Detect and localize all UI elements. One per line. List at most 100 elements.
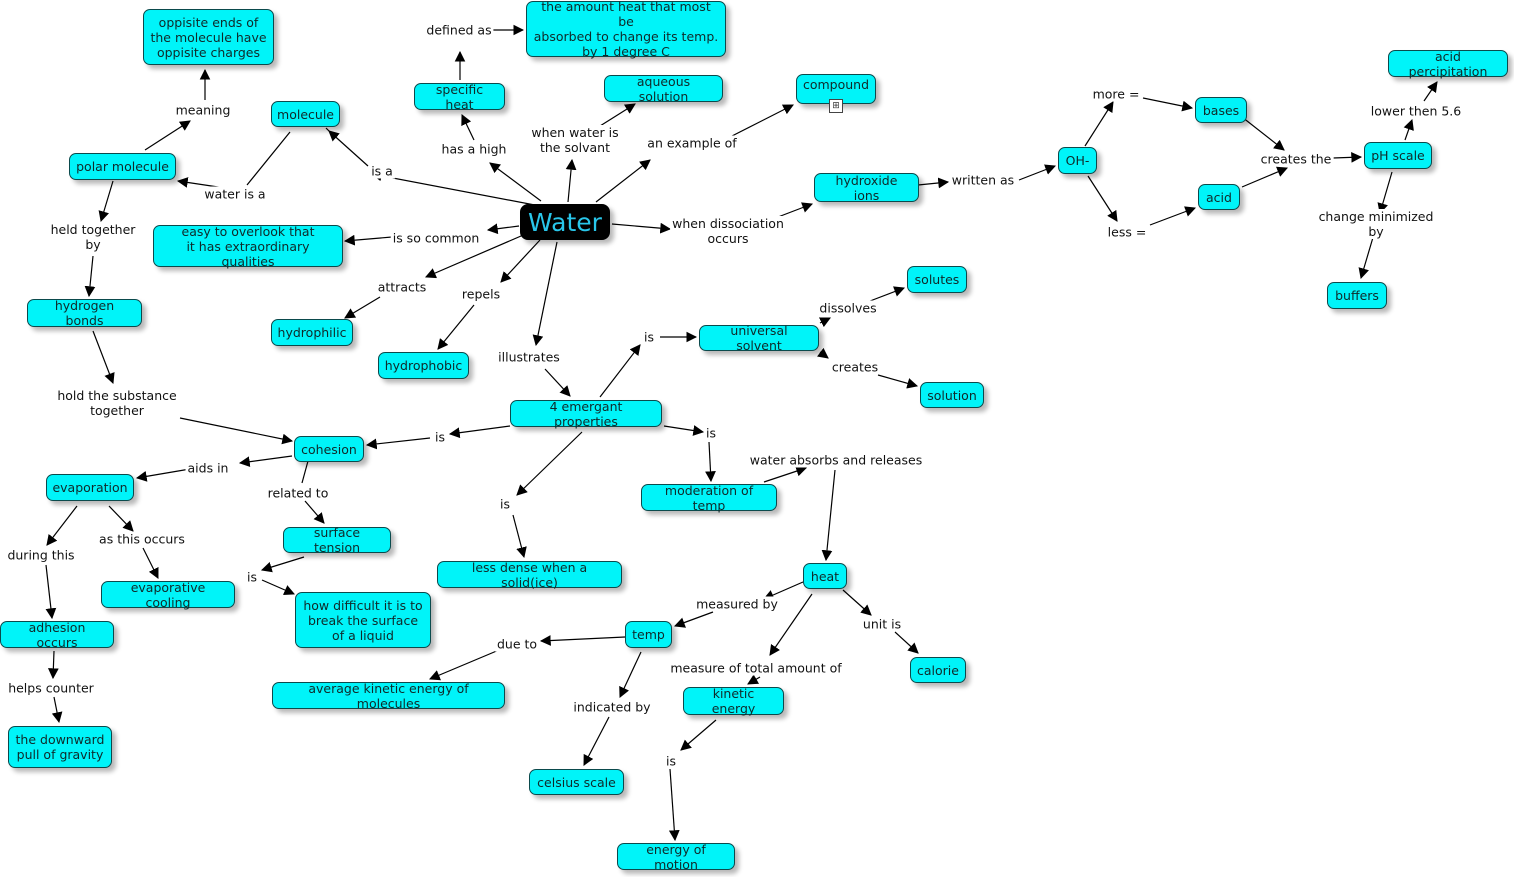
label-aids-in: aids in (185, 460, 231, 476)
emergent-properties-node[interactable]: 4 emergant properties (510, 399, 662, 429)
solution-node[interactable]: solution (920, 382, 984, 408)
label-related-to: related to (265, 485, 331, 501)
connector-line-46 (92, 330, 115, 385)
label-when-dissociation: when dissociation occurs (670, 216, 786, 246)
connector-line-53 (135, 468, 191, 482)
label-attracts: attracts (375, 279, 429, 295)
connector-line-63 (45, 564, 57, 620)
label-creates-the: creates the (1258, 151, 1334, 167)
connector-line-19 (1241, 116, 1285, 151)
hydrophobic-node[interactable]: hydrophobic (378, 352, 469, 379)
connector-line-11 (1142, 97, 1194, 112)
connector-line-29 (1149, 206, 1197, 226)
label-measured-by: measured by (694, 596, 780, 612)
heat-node[interactable]: heat (803, 563, 847, 589)
downward-pull-node[interactable]: the downward pull of gravity (8, 726, 112, 768)
opposite-ends-node[interactable]: oppisite ends of the molecule have oppis… (143, 9, 274, 65)
moderation-of-temp-node[interactable]: moderation of temp (641, 483, 777, 513)
hydrogen-bonds-node[interactable]: hydrogen bonds (27, 298, 142, 328)
connector-line-79 (668, 768, 680, 842)
label-is-so-common: is so common (390, 230, 482, 246)
energy-of-motion-node[interactable]: energy of motion (617, 842, 735, 872)
connector-line-71 (429, 649, 500, 681)
evaporation-node[interactable]: evaporation (46, 474, 134, 501)
connector-line-55 (821, 469, 836, 562)
connector-line-4 (461, 114, 475, 141)
acid-node[interactable]: acid (1198, 184, 1240, 210)
connector-line-36 (500, 239, 541, 283)
universal-solvent-node[interactable]: universal solvent (699, 323, 819, 353)
adhesion-occurs-node[interactable]: adhesion occurs (0, 620, 114, 650)
calorie-node[interactable]: calorie (910, 657, 966, 683)
connector-line-49 (365, 437, 431, 450)
connector-line-25 (777, 202, 814, 218)
connector-line-7 (599, 103, 636, 127)
label-is-cohesion: is (433, 429, 447, 445)
connector-line-18 (246, 131, 291, 186)
connector-line-60 (108, 505, 134, 532)
connector-line-73 (747, 674, 761, 685)
connector-line-68 (842, 589, 872, 616)
temp-node[interactable]: temp (625, 621, 672, 648)
kinetic-energy-node[interactable]: kinetic energy (683, 686, 784, 716)
label-defined-as: defined as (424, 22, 494, 38)
connector-line-39 (544, 368, 571, 397)
connector-line-16 (328, 130, 369, 167)
connector-line-38 (532, 241, 558, 347)
molecule-node[interactable]: molecule (271, 101, 340, 127)
label-repels: repels (459, 286, 503, 302)
label-is-a: is a (369, 163, 395, 179)
oh-node[interactable]: OH- (1058, 147, 1097, 174)
connector-line-31 (84, 255, 96, 298)
label-is-less-dense: is (498, 496, 512, 512)
connector-line-27 (1358, 233, 1375, 280)
solutes-node[interactable]: solutes (907, 266, 967, 293)
connector-line-54 (763, 465, 808, 483)
bases-node[interactable]: bases (1195, 97, 1247, 123)
connector-line-75 (51, 696, 63, 724)
specific-heat-node[interactable]: specific heat (414, 82, 505, 112)
connector-line-9 (729, 104, 794, 138)
connector-line-72 (769, 593, 813, 656)
water-node[interactable]: Water (520, 204, 610, 240)
label-is-surface: is (245, 569, 259, 585)
connector-line-70 (539, 635, 626, 646)
specific-heat-definition-node[interactable]: the amount heat that most be absorbed to… (526, 0, 726, 59)
connector-line-66 (763, 581, 804, 601)
how-difficult-node[interactable]: how difficult it is to break the surface… (295, 592, 431, 648)
connector-line-12 (1403, 118, 1414, 141)
hydrophilic-node[interactable]: hydrophilic (271, 319, 353, 346)
easy-to-overlook-node[interactable]: easy to overlook that it has extraordina… (153, 224, 343, 269)
connector-line-58 (516, 431, 583, 496)
label-as-this-occurs: as this occurs (97, 531, 187, 547)
connector-line-3 (144, 120, 191, 151)
hydroxide-ions-node[interactable]: hydroxide ions (814, 173, 919, 203)
concept-map-link-icon[interactable]: ⊞ (829, 99, 843, 113)
connector-line-24 (611, 222, 672, 234)
acid-precipitation-node[interactable]: acid percipitation (1388, 49, 1508, 79)
less-dense-node[interactable]: less dense when a solid(ice) (437, 560, 622, 590)
celsius-scale-node[interactable]: celsius scale (529, 769, 624, 795)
connector-line-28 (1087, 175, 1118, 222)
connector-line-41 (869, 286, 906, 302)
average-kinetic-energy-node[interactable]: average kinetic energy of molecules (272, 681, 505, 711)
label-lower-then: lower then 5.6 (1368, 103, 1464, 119)
label-water-absorbs: water absorbs and releases (747, 452, 925, 468)
polar-molecule-node[interactable]: polar molecule (69, 153, 176, 180)
connector-line-15 (325, 127, 330, 132)
label-has-a-high: has a high (439, 141, 509, 157)
surface-tension-node[interactable]: surface tension (283, 525, 391, 555)
label-less: less = (1105, 224, 1149, 240)
connector-line-47 (179, 417, 294, 445)
cohesion-node[interactable]: cohesion (294, 436, 364, 462)
evaporative-cooling-node[interactable]: evaporative cooling (101, 580, 235, 610)
label-dissolves: dissolves (817, 300, 879, 316)
connector-line-5 (489, 162, 542, 202)
aqueous-solution-node[interactable]: aqueous solution (604, 74, 723, 104)
connector-line-32 (486, 223, 520, 235)
buffers-node[interactable]: buffers (1327, 282, 1387, 309)
ph-scale-node[interactable]: pH scale (1364, 142, 1432, 169)
label-hold-substance: hold the substance together (55, 388, 179, 418)
connector-line-33 (343, 234, 393, 246)
